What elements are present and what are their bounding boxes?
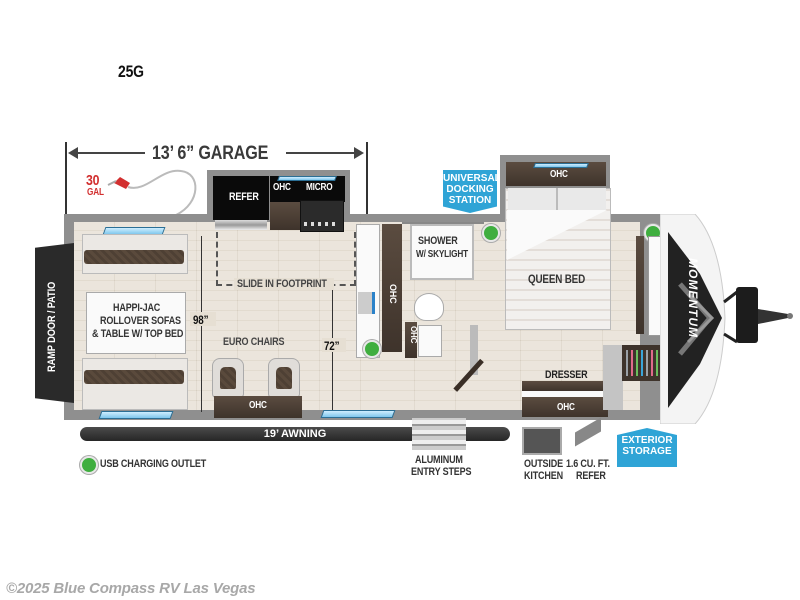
- shower-label: SHOWER: [418, 235, 458, 247]
- arrow-left-icon: [68, 147, 78, 159]
- toilet[interactable]: [414, 293, 444, 321]
- range-stove: [300, 200, 344, 232]
- dresser-label: DRESSER: [545, 369, 588, 381]
- outside-kitchen-cooktop: [522, 427, 562, 455]
- entry-steps-label-1: ALUMINUM: [415, 454, 463, 466]
- euro-chair-right: [268, 358, 300, 398]
- garage-left-boundary: [65, 142, 67, 214]
- refer-door-handle: [215, 220, 267, 230]
- garage-right-boundary: [366, 142, 368, 214]
- brand-logo: MOMENTUM: [686, 258, 700, 338]
- model-title: 25G: [118, 62, 144, 81]
- refrigerator: [213, 176, 269, 220]
- usb-legend-label: USB CHARGING OUTLET: [100, 458, 207, 470]
- ohc-tall-cabinet: [382, 224, 402, 352]
- docking-line2: DOCKING: [446, 184, 494, 195]
- ramp-door[interactable]: [35, 243, 74, 403]
- refer-label: REFER: [229, 191, 259, 203]
- garage-arrow-right: [286, 152, 358, 154]
- bedroom-wall: [636, 236, 644, 334]
- outside-refer-door: [575, 417, 601, 447]
- universal-docking-station-badge: UNIVERSAL DOCKING STATION: [443, 170, 497, 213]
- outside-kitchen-label-2: KITCHEN: [524, 470, 563, 482]
- shower: [410, 224, 474, 280]
- awning-label: 19’ AWNING: [263, 428, 327, 440]
- sofa-label-line1: HAPPI-JAC: [113, 302, 161, 314]
- sofa-table: [86, 292, 186, 354]
- copyright-footer: ©2025 Blue Compass RV Las Vegas: [6, 580, 256, 597]
- exterior-storage-badge[interactable]: EXTERIOR STORAGE: [617, 428, 677, 467]
- garage-length-label: 13’ 6” GARAGE: [152, 143, 269, 164]
- docking-line3: STATION: [448, 195, 492, 206]
- galley-sink: [358, 292, 375, 314]
- bed-light-strip: [533, 163, 589, 168]
- usb-legend-icon: [80, 456, 98, 474]
- euro-chair-left: [212, 358, 244, 398]
- euro-chairs-label: EURO CHAIRS: [223, 336, 285, 348]
- exterior-storage-line1: EXTERIOR: [621, 435, 673, 446]
- fuel-nozzle-icon: [107, 169, 197, 216]
- hangers: [626, 350, 662, 376]
- entry-steps[interactable]: [412, 418, 466, 450]
- entry-steps-label-2: ENTRY STEPS: [411, 466, 472, 478]
- micro-label: MICRO: [306, 182, 333, 193]
- ohc-dresser-label: OHC: [557, 402, 575, 413]
- sofa-cushion-top: [84, 250, 184, 264]
- ohc-front-label: OHC: [249, 400, 267, 411]
- ohc-vertical-1-label: OHC: [388, 284, 398, 304]
- dresser: [522, 381, 608, 391]
- ohc-vertical-2-label: OHC: [409, 326, 418, 344]
- fuel-unit: GAL: [87, 187, 104, 198]
- galley-counter: [356, 224, 380, 358]
- kitchen-counter: [270, 202, 300, 230]
- usb-outlet-galley: [363, 340, 381, 358]
- ohc-front-cabinet: [214, 396, 302, 418]
- arrow-right-icon: [354, 147, 364, 159]
- width-98-label: 98”: [193, 313, 209, 327]
- refer-size-label-2: REFER: [576, 470, 606, 482]
- slide-footprint-label: SLIDE IN FOOTPRINT: [237, 278, 327, 290]
- bed-pillows: [508, 188, 606, 210]
- usb-outlet-bath: [482, 224, 500, 242]
- shower-sublabel: w/ SKYLIGHT: [416, 249, 468, 260]
- slide-footprint-label-bg: [234, 278, 334, 290]
- sofa-label-line3: & TABLE w/ TOP BED: [92, 328, 184, 340]
- exterior-storage-line2: STORAGE: [622, 446, 672, 457]
- ramp-door-label: RAMP DOOR / PATIO: [46, 281, 58, 372]
- ohc-bath-cabinet: [405, 322, 417, 358]
- outside-kitchen-label-1: OUTSIDE: [524, 458, 563, 470]
- bathroom-wall: [402, 222, 484, 224]
- queen-bed-label: QUEEN BED: [528, 272, 586, 286]
- dimension-98-bg: [190, 312, 216, 326]
- kitchen-light-strip: [277, 176, 337, 181]
- dresser-top: [522, 391, 608, 397]
- fuel-capacity: 30: [86, 172, 100, 189]
- awning: 19’ AWNING: [80, 427, 510, 441]
- sofa-light-strip-bottom: [98, 411, 174, 419]
- ohc-bed-label: OHC: [550, 169, 568, 180]
- closet: [603, 345, 623, 410]
- sofa-label-line2: ROLLOVER SOFAS: [100, 315, 181, 327]
- sofa-cushion-bottom: [84, 370, 184, 384]
- stove-knobs: [304, 222, 338, 226]
- front-cap: [660, 214, 793, 424]
- ohc-dresser-cabinet: [522, 397, 608, 417]
- bath-sink: [418, 325, 442, 357]
- front-light-strip: [320, 410, 396, 418]
- bath-door[interactable]: [470, 325, 478, 375]
- rollover-sofa-bottom: [82, 358, 188, 410]
- refer-size-label-1: 1.6 CU. FT.: [566, 458, 610, 470]
- dimension-72-bg: [322, 338, 346, 352]
- width-72-label: 72”: [324, 339, 340, 353]
- docking-line1: UNIVERSAL: [443, 173, 501, 184]
- ohc-kitchen-label: OHC: [273, 182, 291, 193]
- garage-arrow-left: [70, 152, 145, 154]
